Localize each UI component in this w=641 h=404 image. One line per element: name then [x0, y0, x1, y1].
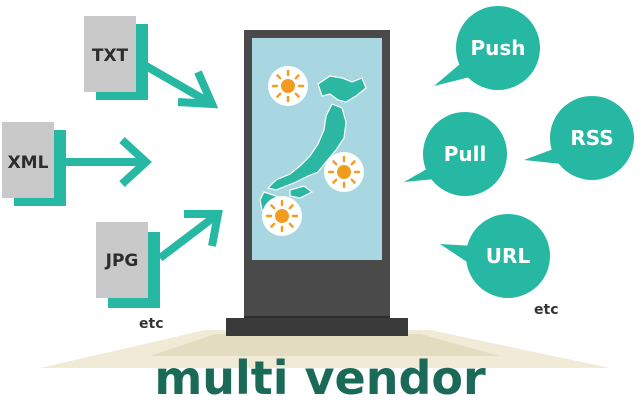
kiosk-base	[226, 318, 408, 336]
output-label-url: URL	[486, 244, 531, 268]
file-card	[2, 122, 54, 198]
sun-icon	[268, 66, 308, 106]
arrow-icon	[58, 137, 152, 187]
input-jpg: JPG	[96, 222, 160, 308]
arrow-icon	[144, 62, 219, 109]
footer-title: multi vendor	[154, 351, 486, 404]
output-label-pull: Pull	[444, 142, 487, 166]
file-card	[84, 16, 136, 92]
file-card	[96, 222, 148, 298]
input-label-txt: TXT	[92, 46, 129, 66]
bubble-url: URL	[440, 214, 550, 298]
bubble-tail	[440, 244, 474, 264]
sun-icon	[262, 196, 302, 236]
input-xml: XML	[2, 122, 66, 206]
output-label-push: Push	[470, 36, 525, 60]
digital-signage-kiosk	[226, 30, 408, 336]
input-label-xml: XML	[8, 153, 49, 173]
output-label-rss: RSS	[570, 126, 613, 150]
floor	[40, 330, 610, 368]
bubble	[456, 6, 540, 90]
arrow-icon	[157, 210, 223, 262]
inputs-etc: etc	[139, 316, 164, 332]
bubble	[466, 214, 550, 298]
input-label-jpg: JPG	[105, 251, 139, 271]
bubble-rss: RSS	[524, 96, 634, 180]
sun-icon	[324, 152, 364, 192]
input-txt: TXT	[84, 16, 148, 100]
outputs-etc: etc	[534, 302, 559, 318]
bubble-pull: Pull	[404, 112, 507, 196]
bubble	[550, 96, 634, 180]
bubble-push: Push	[434, 6, 540, 90]
bubble	[423, 112, 507, 196]
